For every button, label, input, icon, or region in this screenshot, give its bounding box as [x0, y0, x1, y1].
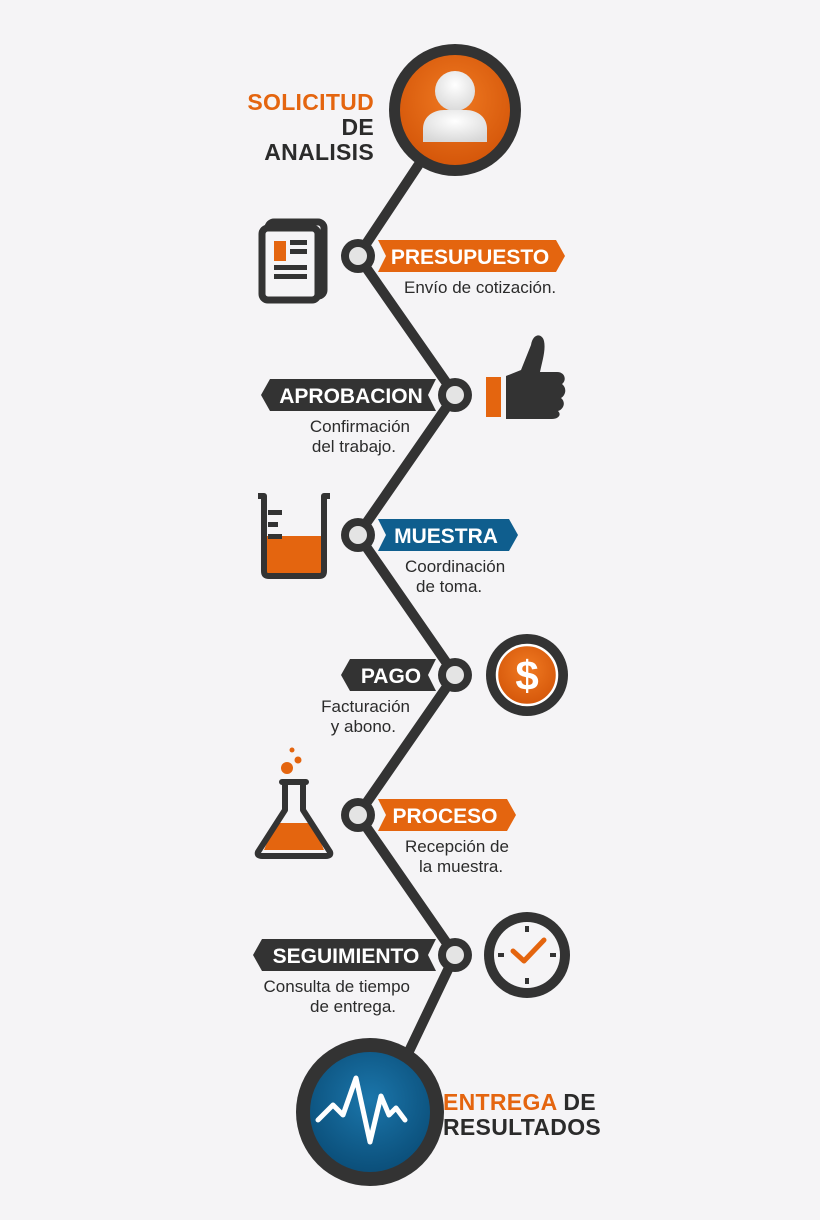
aprobacion-title: APROBACION [279, 385, 423, 408]
footer-line1: ENTREGA DE [443, 1090, 623, 1115]
step-presupuesto: PRESUPUESTO [258, 218, 565, 304]
start-node [389, 44, 521, 176]
presupuesto-title: PRESUPUESTO [391, 246, 549, 269]
header-line2: DE ANALISIS [264, 114, 374, 165]
user-icon [423, 71, 487, 142]
beaker-icon [258, 493, 330, 579]
timeline-dot [341, 239, 375, 273]
proceso-banner [378, 799, 516, 831]
proceso-desc: Recepción de la muestra. [405, 837, 565, 877]
pago-desc-line1: Facturación [321, 697, 410, 716]
footer-highlight: ENTREGA [443, 1089, 557, 1115]
seguimiento-desc-line2: de entrega. [309, 997, 396, 1016]
step-aprobacion: APROBACION [261, 335, 566, 419]
pago-desc: Facturación y abono. [260, 697, 410, 737]
header-title: SOLICITUD DE ANALISIS [230, 90, 374, 165]
proceso-desc-line2: la muestra. [419, 857, 504, 876]
step-pago: PAGO $ [341, 634, 568, 716]
aprobacion-desc: Confirmación del trabajo. [240, 417, 410, 457]
pago-banner [341, 659, 436, 691]
header-line1: SOLICITUD [247, 89, 374, 115]
muestra-desc: Coordinación de toma. [405, 557, 565, 597]
thumbs-up-icon [486, 335, 566, 419]
aprobacion-banner [261, 379, 436, 411]
document-icon [258, 218, 328, 304]
flask-icon [254, 747, 334, 859]
dollar-coin-icon: $ [486, 634, 568, 716]
footer-line2: RESULTADOS [443, 1114, 602, 1140]
timeline-dot [438, 938, 472, 972]
end-node [296, 1038, 444, 1186]
footer-line1-rest: DE [556, 1089, 596, 1115]
muestra-desc-line1: Coordinación [405, 557, 506, 576]
presupuesto-desc-line1: Envío de cotización. [404, 278, 557, 297]
presupuesto-desc: Envío de cotización. [404, 278, 604, 298]
muestra-desc-line2: de toma. [416, 577, 483, 596]
seguimiento-title: SEGUIMIENTO [273, 945, 420, 968]
seguimiento-banner [253, 939, 436, 971]
seguimiento-desc: Consulta de tiempo de entrega. [220, 977, 410, 1017]
step-proceso: PROCESO [254, 747, 516, 859]
timeline-dot [438, 658, 472, 692]
footer-title: ENTREGA DE RESULTADOS [443, 1090, 623, 1140]
pago-title: PAGO [361, 665, 421, 688]
muestra-title: MUESTRA [394, 525, 498, 548]
proceso-title: PROCESO [392, 805, 497, 828]
step-muestra: MUESTRA [258, 493, 518, 579]
muestra-banner [378, 519, 518, 551]
presupuesto-banner [378, 240, 565, 272]
timeline-connector [353, 105, 460, 1117]
aprobacion-desc-line2: del trabajo. [311, 437, 396, 456]
timeline-dot [341, 798, 375, 832]
svg-text:$: $ [515, 652, 538, 699]
pago-desc-line2: y abono. [330, 717, 396, 736]
pulse-icon [315, 1075, 408, 1145]
clock-icon [484, 912, 570, 998]
proceso-desc-line1: Recepción de [405, 837, 509, 856]
aprobacion-desc-line1: Confirmación [309, 417, 410, 436]
seguimiento-desc-line1: Consulta de tiempo [263, 977, 410, 996]
timeline-dot [341, 518, 375, 552]
timeline-dot [438, 378, 472, 412]
step-seguimiento: SEGUIMIENTO [253, 912, 570, 998]
